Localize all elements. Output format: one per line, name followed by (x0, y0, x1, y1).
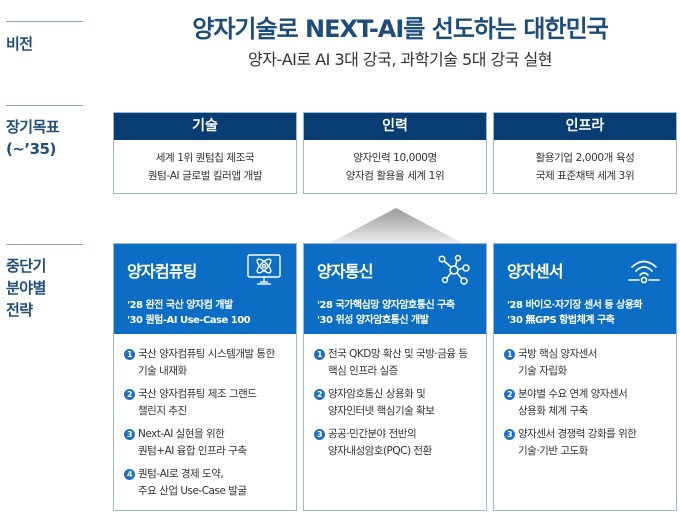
strategy-target: '30 無GPS 항법체계 구축 (507, 315, 615, 326)
item-text: 국방 핵심 양자센서 기술 자립화 (518, 348, 597, 377)
strategy-label-line1: 중단기 (6, 257, 46, 275)
vision-label: 비전 (6, 35, 33, 53)
number-badge: 1 (504, 349, 515, 360)
strategy-title: 양자센서 (507, 262, 563, 281)
item-text: 국산 양자컴퓨팅 제조 그랜드 챌린지 추진 (138, 388, 257, 417)
number-badge: 3 (504, 429, 515, 440)
strategy-label: 중단기 분야별 전략 (6, 255, 46, 321)
longterm-label: 장기목표 (~’35) (6, 116, 60, 160)
strategy-label-line3: 전략 (6, 301, 33, 319)
strategy-target: '28 국가핵심망 양자암호통신 구축 (317, 300, 455, 311)
vision-rule (6, 21, 83, 22)
goal-line: 양자인력 10,000명 (353, 152, 437, 164)
number-badge: 2 (504, 389, 515, 400)
vision-subtitle: 양자-AI로 AI 3대 강국, 과학기술 5대 강국 실현 (248, 50, 552, 69)
strategy-header: 양자통신 '28 국가핵심망 양자암호통신 구축 '30 위성 양자암호통신 개… (304, 244, 486, 334)
goal-box-infra: 인프라 활용기업 2,000개 육성 국제 표준채택 세계 3위 (493, 112, 677, 194)
goal-box-tech: 기술 세계 1위 퀀텀칩 제조국 퀀텀-AI 글로벌 킬러앱 개발 (113, 112, 297, 194)
strategy-targets: '28 완전 국산 양자컴 개발 '30 퀀텀-AI Use-Case 100 (127, 298, 251, 328)
strategy-rule (6, 244, 83, 245)
goal-body: 활용기업 2,000개 육성 국제 표준채택 세계 3위 (494, 140, 676, 185)
item-text: 국산 양자컴퓨팅 시스템개발 통한 기술 내재화 (138, 348, 275, 377)
strategy-box-sensor: 양자센서 '28 바이오·자기장 센서 등 상용화 '30 無GPS 항법체계 … (493, 243, 677, 511)
goal-line: 활용기업 2,000개 육성 (535, 152, 635, 164)
goal-body: 세계 1위 퀀텀칩 제조국 퀀텀-AI 글로벌 킬러앱 개발 (114, 140, 296, 185)
longterm-label-line1: 장기목표 (6, 118, 60, 136)
item-text: 양자센서 경쟁력 강화를 위한 기술·기반 고도화 (518, 428, 637, 457)
vision-title: 양자기술로 NEXT-AI를 선도하는 대한민국 (192, 15, 608, 43)
sensor-wave-icon (628, 260, 660, 284)
goal-title: 기술 (114, 113, 296, 140)
strategy-label-line2: 분야별 (6, 279, 46, 297)
strategy-title: 양자통신 (317, 262, 373, 281)
number-badge: 1 (124, 349, 135, 360)
pyramid-connector (330, 208, 462, 243)
item-text: 퀀텀-AI로 경제 도약, 주요 산업 Use-Case 발굴 (138, 468, 247, 497)
goal-title: 인력 (304, 113, 486, 140)
strategy-header: 양자컴퓨팅 '28 완전 국산 양자컴 개발 '30 퀀텀-AI Use-Cas… (114, 244, 296, 334)
goal-line: 퀀텀-AI 글로벌 킬러앱 개발 (147, 170, 263, 182)
quantum-computer-icon (247, 254, 281, 285)
number-badge: 2 (314, 389, 325, 400)
longterm-label-line2: (~’35) (6, 140, 56, 158)
goal-line: 세계 1위 퀀텀칩 제조국 (155, 152, 255, 164)
strategy-target: '30 퀀텀-AI Use-Case 100 (127, 315, 251, 326)
item-text: 공공·민간분야 전반의 양자내성암호(PQC) 전환 (328, 428, 432, 457)
strategy-box-communication: 양자통신 '28 국가핵심망 양자암호통신 구축 '30 위성 양자암호통신 개… (303, 243, 487, 511)
strategy-target: '30 위성 양자암호통신 개발 (317, 315, 429, 326)
strategy-target: '28 완전 국산 양자컴 개발 (127, 300, 233, 311)
strategy-box-computing: 양자컴퓨팅 '28 완전 국산 양자컴 개발 '30 퀀텀-AI Use-Cas… (113, 243, 297, 511)
goal-body: 양자인력 10,000명 양자컴 활용율 세계 1위 (304, 140, 486, 185)
goal-box-talent: 인력 양자인력 10,000명 양자컴 활용율 세계 1위 (303, 112, 487, 194)
goal-title: 인프라 (494, 113, 676, 140)
strategy-title: 양자컴퓨팅 (127, 262, 197, 281)
longterm-rule (6, 105, 83, 106)
network-nodes-icon (438, 254, 470, 285)
item-text: 양자암호통신 상용화 및 양자인터넷 핵심기술 확보 (328, 388, 435, 417)
item-text: 전국 QKD망 확산 및 국방·금융 등 핵심 인프라 실증 (328, 348, 468, 377)
strategy-target: '28 바이오·자기장 센서 등 상용화 (507, 300, 643, 311)
item-text: 분야별 수요 연계 양자센서 상용화 체계 구축 (518, 388, 628, 417)
goal-line: 국제 표준채택 세계 3위 (535, 170, 635, 182)
number-badge: 2 (124, 389, 135, 400)
item-text: Next-AI 실현을 위한 퀀텀+AI 융합 인프라 구축 (138, 428, 247, 457)
strategy-targets: '28 바이오·자기장 센서 등 상용화 '30 無GPS 항법체계 구축 (507, 298, 643, 328)
number-badge: 3 (314, 429, 325, 440)
strategy-targets: '28 국가핵심망 양자암호통신 구축 '30 위성 양자암호통신 개발 (317, 298, 455, 328)
number-badge: 4 (124, 469, 135, 480)
goal-line: 양자컴 활용율 세계 1위 (345, 170, 445, 182)
strategy-header: 양자센서 '28 바이오·자기장 센서 등 상용화 '30 無GPS 항법체계 … (494, 244, 676, 334)
number-badge: 3 (124, 429, 135, 440)
number-badge: 1 (314, 349, 325, 360)
